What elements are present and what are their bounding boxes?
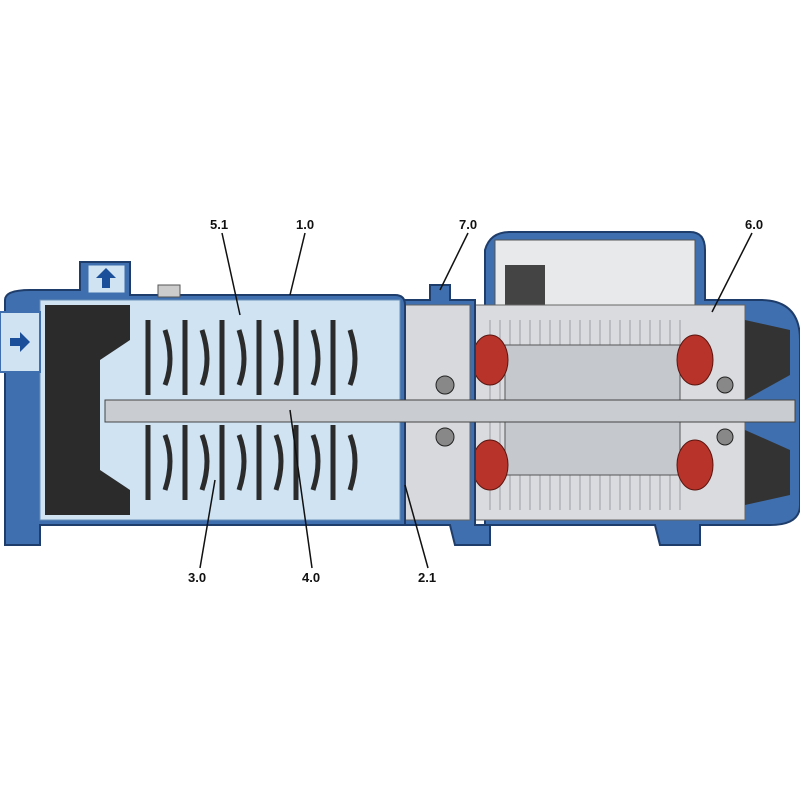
label-shaft: 4.0 [302, 570, 321, 585]
label-impeller: 3.0 [188, 570, 207, 585]
motor [469, 231, 800, 546]
shaft [104, 399, 796, 423]
inlet-arrow-icon [10, 332, 30, 352]
label-impeller-casing: 5.1 [210, 217, 229, 232]
outlet-arrow-icon [96, 268, 116, 288]
label-motor: 6.0 [745, 217, 764, 232]
label-motor-bracket: 7.0 [459, 217, 478, 232]
leader-lines [199, 232, 753, 569]
label-pump-body: 1.0 [296, 217, 315, 232]
impeller-stages [145, 320, 358, 500]
label-seal-housing: 2.1 [418, 570, 437, 585]
